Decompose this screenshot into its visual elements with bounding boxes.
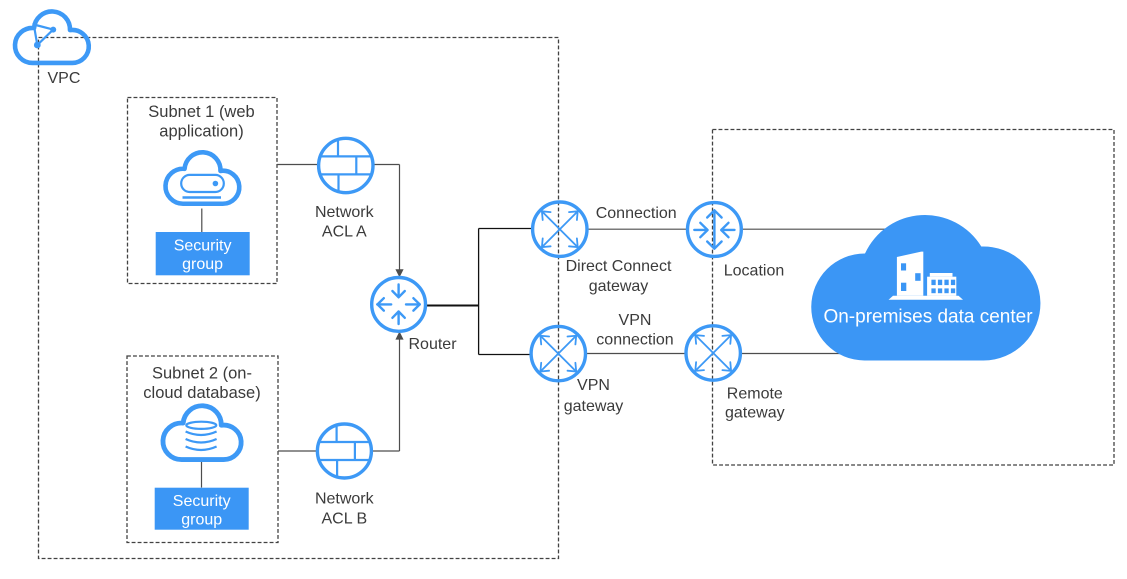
svg-text:Subnet 2 (on-: Subnet 2 (on- — [152, 365, 252, 383]
svg-text:Network: Network — [315, 491, 375, 508]
svg-text:VPN: VPN — [577, 377, 610, 394]
svg-text:cloud database): cloud database) — [143, 384, 260, 402]
svg-text:gateway: gateway — [589, 278, 649, 295]
svg-text:group: group — [181, 511, 222, 528]
svg-text:gateway: gateway — [725, 405, 785, 422]
svg-text:ACL B: ACL B — [321, 510, 367, 527]
svg-text:connection: connection — [596, 332, 673, 349]
svg-text:VPC: VPC — [48, 70, 81, 87]
svg-text:Connection: Connection — [596, 205, 677, 222]
svg-text:Router: Router — [409, 336, 458, 353]
svg-text:Remote: Remote — [727, 385, 783, 402]
svg-text:ACL A: ACL A — [322, 223, 367, 240]
svg-text:application): application) — [159, 123, 243, 141]
svg-text:Location: Location — [724, 263, 785, 280]
svg-text:On-premises data center: On-premises data center — [823, 307, 1033, 328]
svg-text:VPN: VPN — [619, 312, 652, 329]
svg-text:group: group — [182, 256, 223, 273]
svg-text:Network: Network — [315, 204, 375, 221]
svg-text:Subnet 1 (web: Subnet 1 (web — [148, 103, 254, 121]
svg-text:Security: Security — [173, 493, 231, 510]
svg-text:Direct Connect: Direct Connect — [566, 258, 672, 275]
svg-text:Security: Security — [174, 238, 232, 255]
svg-text:gateway: gateway — [564, 398, 624, 415]
